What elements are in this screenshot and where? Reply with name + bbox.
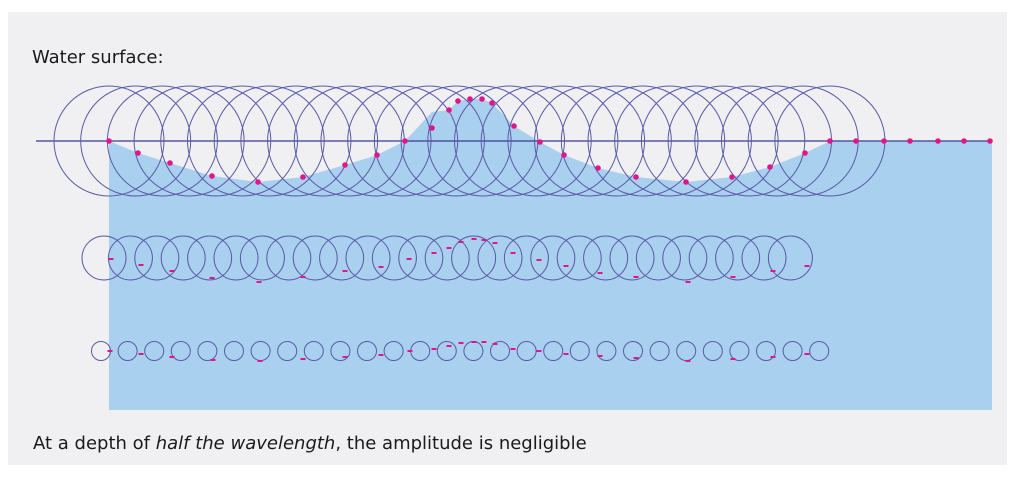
deep-particle	[343, 356, 348, 358]
deep-particle	[170, 356, 175, 358]
deep-particle	[139, 353, 144, 355]
mid-particle	[493, 242, 498, 244]
mid-particle	[210, 277, 215, 279]
surface-particle	[729, 174, 735, 180]
mid-particle	[564, 265, 569, 267]
surface-particle	[633, 174, 639, 180]
mid-particle	[634, 276, 639, 278]
deep-particle	[108, 350, 113, 352]
mid-particle	[482, 239, 487, 241]
mid-particle	[109, 258, 114, 260]
surface-particle	[511, 123, 517, 129]
surface-particle	[537, 139, 543, 145]
mid-particle	[379, 266, 384, 268]
deep-particle	[482, 341, 487, 343]
depth-caption: At a depth of half the wavelength, the a…	[33, 433, 587, 454]
deep-particle	[472, 341, 477, 343]
deep-particle	[301, 358, 306, 360]
deep-particle	[771, 356, 776, 358]
surface-particle	[455, 98, 461, 104]
deep-particle	[408, 350, 413, 352]
mid-particle	[407, 258, 412, 260]
deep-particle	[379, 354, 384, 356]
surface-particle	[402, 138, 408, 144]
surface-particle	[881, 138, 887, 144]
surface-particle	[802, 150, 808, 156]
deep-particle	[211, 359, 216, 361]
mid-particle	[459, 241, 464, 243]
mid-particle	[139, 264, 144, 266]
mid-particle	[472, 238, 477, 240]
surface-particle	[827, 138, 833, 144]
surface-particle	[446, 107, 452, 113]
surface-particle	[467, 96, 473, 102]
surface-particle	[429, 125, 435, 131]
deep-particle	[686, 360, 691, 362]
deep-particle	[805, 353, 810, 355]
surface-particle	[135, 150, 141, 156]
deep-particle	[564, 353, 569, 355]
surface-particle	[374, 152, 380, 158]
deep-particle	[459, 342, 464, 344]
surface-particle	[479, 96, 485, 102]
surface-particle	[255, 179, 261, 185]
caption-prefix: At a depth of	[33, 433, 156, 454]
surface-particle	[595, 165, 601, 171]
mid-particle	[257, 281, 262, 283]
surface-particle	[561, 152, 567, 158]
mid-particle	[731, 276, 736, 278]
deep-particle	[447, 345, 452, 347]
deep-particle	[731, 358, 736, 360]
surface-particle	[167, 160, 173, 166]
diagram-title: Water surface:	[32, 47, 164, 68]
mid-particle	[537, 259, 542, 261]
surface-particle	[935, 138, 941, 144]
surface-particle	[342, 162, 348, 168]
deep-particle	[511, 348, 516, 350]
mid-particle	[686, 281, 691, 283]
surface-particle	[767, 164, 773, 170]
surface-particle	[489, 100, 495, 106]
mid-particle	[598, 272, 603, 274]
surface-particle	[961, 138, 967, 144]
caption-suffix: , the amplitude is negligible	[335, 433, 586, 454]
surface-particle	[106, 138, 112, 144]
mid-particle	[432, 252, 437, 254]
surface-particle	[987, 138, 993, 144]
deep-particle	[537, 350, 542, 352]
surface-particle	[683, 179, 689, 185]
mid-particle	[343, 270, 348, 272]
surface-particle	[209, 173, 215, 179]
surface-particle	[853, 138, 859, 144]
mid-particle	[301, 276, 306, 278]
surface-particle	[300, 174, 306, 180]
mid-particle	[447, 247, 452, 249]
deep-particle	[634, 357, 639, 359]
mid-particle	[805, 265, 810, 267]
deep-particle	[598, 355, 603, 357]
mid-particle	[511, 252, 516, 254]
deep-particle	[432, 348, 437, 350]
surface-particle	[907, 138, 913, 144]
deep-particle	[258, 360, 263, 362]
mid-particle	[771, 270, 776, 272]
deep-particle	[493, 343, 498, 345]
mid-particle	[170, 270, 175, 272]
caption-emphasis: half the wavelength	[156, 433, 336, 454]
